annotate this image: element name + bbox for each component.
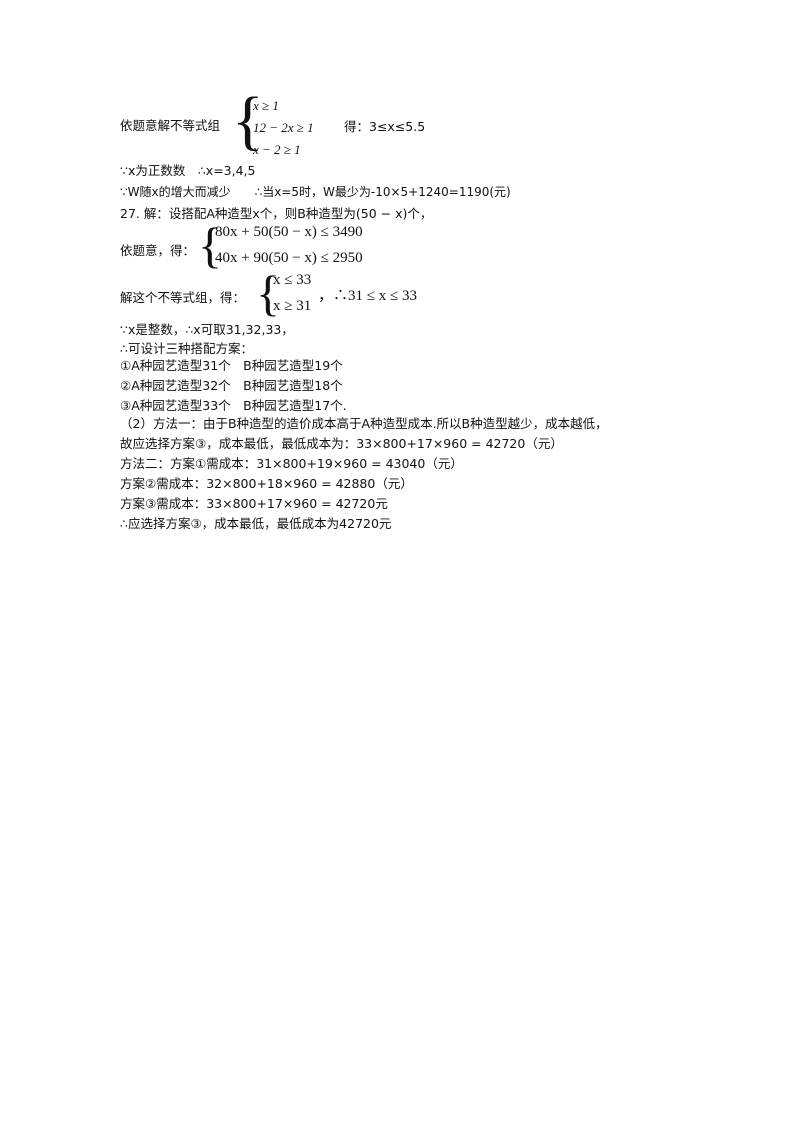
- system2-row-2: 40x + 90(50 − x) ≤ 2950: [215, 250, 363, 266]
- plan-2: ②A种园艺造型32个 B种园艺造型18个: [120, 378, 343, 393]
- system2-row-1: 80x + 50(50 − x) ≤ 3490: [215, 224, 363, 240]
- method-one: （2）方法一：由于B种造型的造价成本高于A种造型成本.所以B种造型越少，成本越低…: [120, 416, 608, 431]
- line-according-to-problem: 依题意，得：: [120, 243, 196, 258]
- method-two-plan-1: 方法二：方案①需成本：31×800+19×960 = 43040（元）: [120, 456, 463, 471]
- system3-row-2: x ≥ 31: [273, 298, 312, 314]
- system-brace-2: {: [198, 217, 222, 273]
- intro-text: 依题意解不等式组: [120, 118, 221, 133]
- line-x-integer: ∵x是整数，∴x可取31,32,33，: [120, 322, 294, 337]
- line-three-plans: ∴可设计三种搭配方案：: [120, 341, 253, 356]
- system3-row-1: x ≤ 33: [273, 272, 312, 288]
- final-conclusion: ∴应选择方案③，成本最低，最低成本为42720元: [120, 516, 392, 531]
- system3-result: ，∴31 ≤ x ≤ 33: [318, 288, 417, 304]
- method-two-plan-2: 方案②需成本：32×800+18×960 = 42880（元）: [120, 476, 413, 491]
- system-brace-3: {: [256, 265, 280, 321]
- line-positive-integer: ∵x为正数数 ∴x=3,4,5: [120, 163, 256, 178]
- system1-row-3: x − 2 ≥ 1: [253, 142, 301, 157]
- method-one-conclusion: 故应选择方案③，成本最低，最低成本为：33×800+17×960 = 42720…: [120, 436, 563, 451]
- system1-row-2: 12 − 2x ≥ 1: [253, 120, 314, 135]
- line-w-decreasing: ∵W随x的增大而减少 ∴当x=5时，W最少为-10×5+1240=1190(元): [120, 185, 511, 199]
- system1-row-1: x ≥ 1: [253, 98, 279, 113]
- method-two-plan-3: 方案③需成本：33×800+17×960 = 42720元: [120, 496, 388, 511]
- plan-3: ③A种园艺造型33个 B种园艺造型17个.: [120, 398, 347, 413]
- plan-1: ①A种园艺造型31个 B种园艺造型19个: [120, 358, 343, 373]
- problem-27-setup: 27. 解：设搭配A种造型x个，则B种造型为(50 − x)个，: [120, 206, 433, 221]
- system-brace-1: {: [232, 84, 264, 157]
- system1-result: 得：3≤x≤5.5: [344, 119, 426, 134]
- line-solve-system: 解这个不等式组，得：: [120, 290, 246, 305]
